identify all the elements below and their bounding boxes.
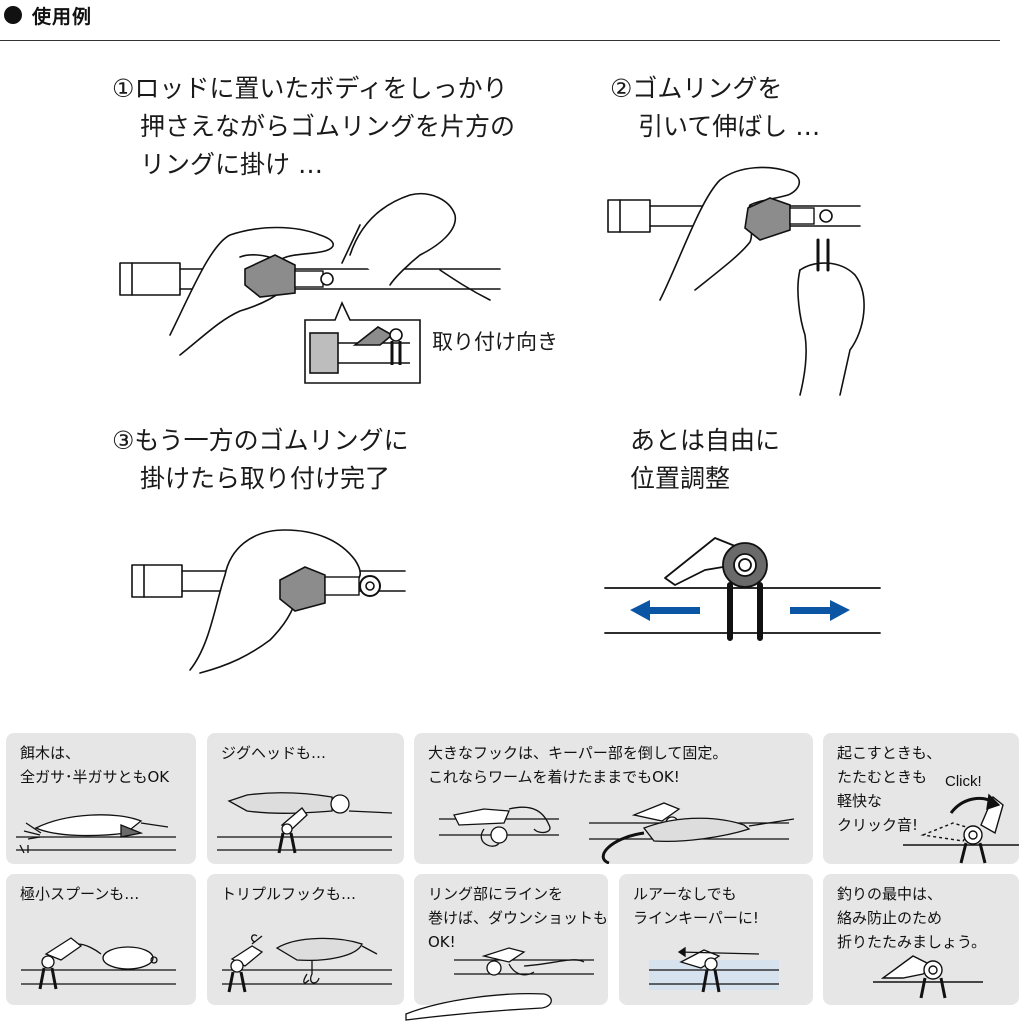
step4-line2: 位置調整 — [630, 464, 731, 493]
step3-illustration — [131, 529, 406, 674]
step1-line1: ①ロッドに置いたボディをしっかり — [112, 74, 508, 103]
step3-line1: ③もう一方のゴムリングに — [112, 426, 409, 455]
spoon-icon — [21, 937, 176, 990]
card-big-hook: 大きなフックは、キーパー部を倒して固定。 これならワームを着けたままでもOK! — [414, 733, 813, 864]
card-downshot: リング部にラインを 巻けば、ダウンショットも OK! — [405, 874, 608, 1021]
step2-line1: ②ゴムリングを — [610, 74, 783, 103]
step4-text: あとは自由に 位置調整 — [630, 422, 780, 498]
step2-line2: 引いて伸ばし … — [638, 112, 821, 141]
downshot-icon — [405, 947, 594, 1021]
big-hook-worm-icon — [439, 802, 795, 864]
step4-illustration — [604, 537, 881, 641]
step2-illustration — [607, 166, 865, 396]
card-click: 起こすときも、 たたむときも 軽快な クリック音! Click! — [823, 733, 1019, 864]
step1-illustration — [119, 193, 501, 384]
step1-text: ①ロッドに置いたボディをしっかり 押さえながらゴムリングを片方の リングに掛け … — [112, 70, 515, 184]
step3-text: ③もう一方のゴムリングに 掛けたら取り付け完了 — [112, 422, 409, 498]
arrow-right-icon — [790, 600, 850, 621]
bullet-icon — [4, 6, 22, 24]
step2-text: ②ゴムリングを 引いて伸ばし … — [610, 70, 820, 146]
card-line-keeper: ルアーなしでも ラインキーパーに! — [619, 874, 813, 1005]
step1-line2: 押さえながらゴムリングを片方の — [140, 112, 516, 141]
card-folded: 釣りの最中は、 絡み防止のため 折りたたみましょう。 — [823, 874, 1019, 1005]
card-squid-jig: 餌木は、 全ガサ･半ガサともOK — [6, 733, 196, 864]
folded-keeper-icon — [873, 955, 983, 999]
card-treble-hook: トリプルフックも… — [207, 874, 404, 1005]
click-label: Click! — [945, 773, 982, 790]
section-header: 使用例 — [0, 0, 1000, 41]
line-keeper-icon — [649, 946, 779, 993]
card-jighead: ジグヘッドも… — [207, 733, 404, 864]
step1-line3: リングに掛け … — [140, 150, 323, 179]
arrow-left-icon — [630, 600, 700, 621]
step4-line1: あとは自由に — [630, 426, 781, 455]
jighead-worm-icon — [217, 792, 393, 854]
click-fold-icon — [903, 793, 1019, 864]
squid-jig-icon — [16, 814, 176, 854]
section-title: 使用例 — [32, 6, 93, 28]
step3-line2: 掛けたら取り付け完了 — [140, 464, 391, 493]
inset-label: 取り付け向き — [432, 330, 558, 354]
card-spoon: 極小スプーンも… — [6, 874, 196, 1005]
treble-hook-plug-icon — [222, 934, 392, 993]
